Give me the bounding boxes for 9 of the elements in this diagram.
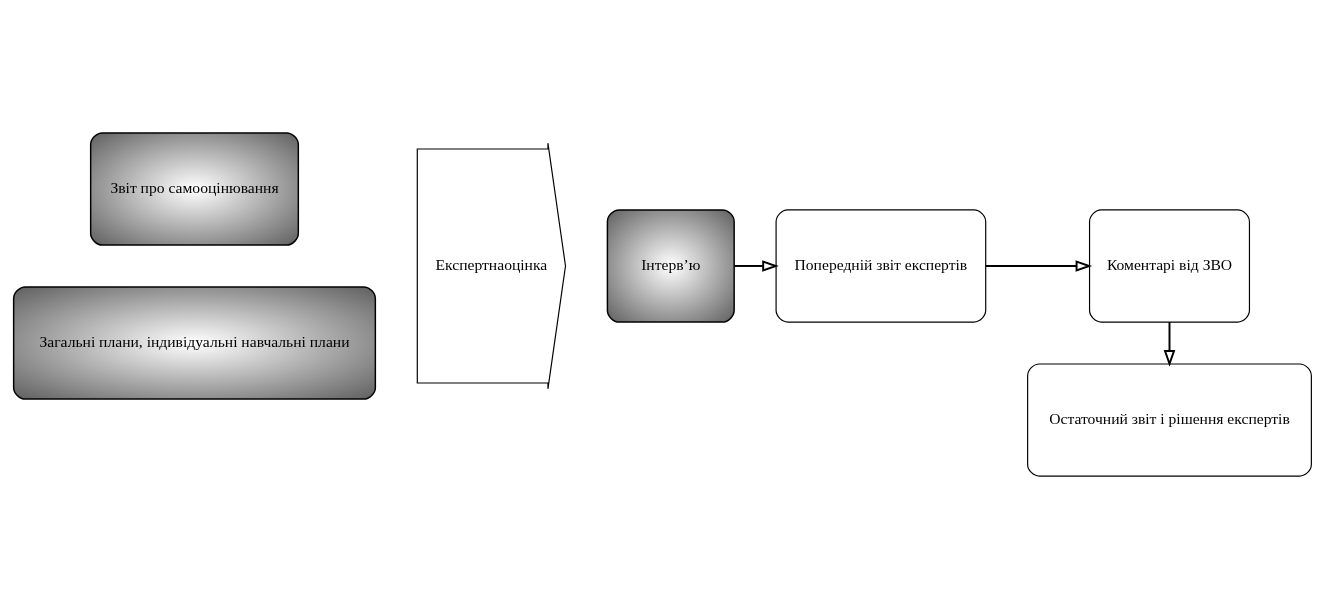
node-box: Звіт про самооцінювання (89, 132, 300, 246)
node-box: Інтерв’ю (606, 209, 735, 323)
arrow (1163, 321, 1176, 367)
arrow (984, 260, 1093, 272)
node-box: Остаточний звіт і рішення експертів (1027, 363, 1312, 477)
node-box: Загальні плани, індивідуальні навчальні плани (12, 286, 377, 400)
node-box: Коментарі від ЗВО (1088, 209, 1251, 323)
node-box: Попередній звіт експертів (775, 209, 987, 323)
arrow (733, 260, 779, 272)
